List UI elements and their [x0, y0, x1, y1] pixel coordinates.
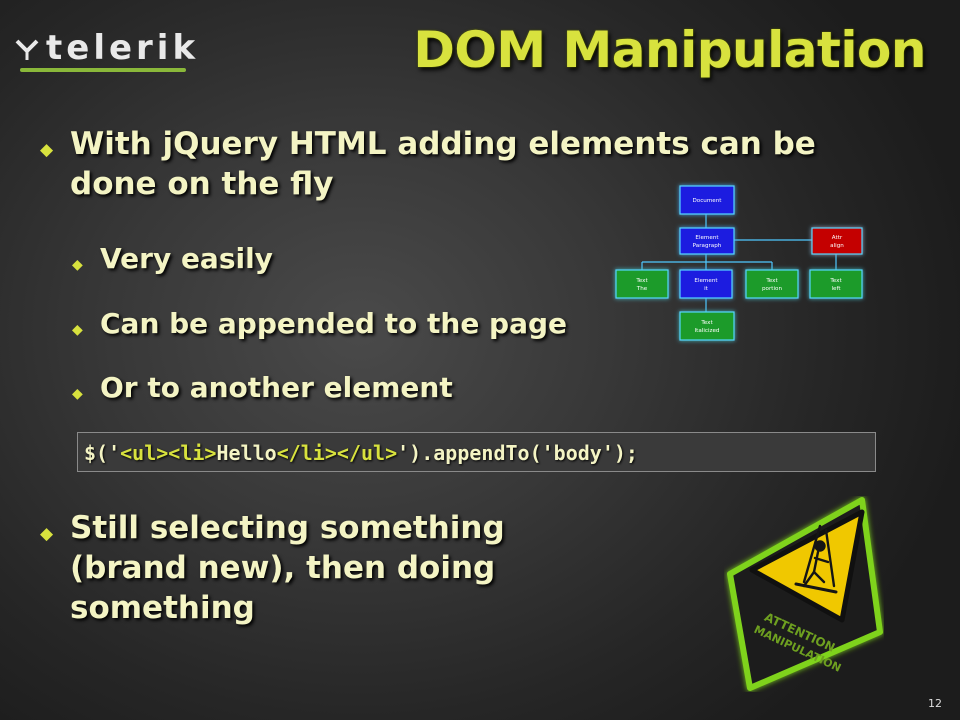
node-text-the — [615, 269, 669, 299]
dom-tree-connectors — [641, 214, 837, 312]
page-number: 12 — [928, 697, 942, 710]
node-element-it-label2: it — [704, 286, 709, 292]
diamond-bullet-icon: ◆ — [72, 386, 83, 402]
node-text-italicized-label1: Text — [700, 320, 713, 326]
code-tag-li-close: </li> — [276, 441, 337, 465]
node-element-paragraph-label2: Paragraph — [693, 243, 722, 249]
bullet-1-line-2: done on the fly — [70, 166, 334, 202]
bullet-1: ◆ With jQuery HTML adding elements can b… — [40, 124, 816, 204]
code-tag-ul-close: </ul> — [336, 441, 398, 465]
node-element-it-label1: Element — [694, 278, 718, 284]
sub-bullet-3: ◆ Or to another element — [72, 369, 453, 407]
node-text-portion-label2: portion — [762, 286, 782, 292]
diamond-bullet-icon: ◆ — [72, 322, 83, 338]
code-suffix: ').appendTo('body'); — [397, 441, 638, 465]
node-text-left-label2: left — [831, 286, 841, 292]
sub-bullet-1: ◆ Very easily — [72, 240, 273, 278]
code-prefix: $(' — [84, 441, 121, 465]
telerik-logo: telerik — [14, 26, 195, 74]
node-text-left — [809, 269, 863, 299]
code-tag-li-open: <li> — [168, 441, 217, 465]
logo-underline — [20, 68, 186, 72]
sub-bullet-2-text: Can be appended to the page — [100, 307, 568, 340]
node-text-portion — [745, 269, 799, 299]
node-document — [679, 185, 735, 215]
sub-bullet-2: ◆ Can be appended to the page — [72, 305, 567, 343]
node-text-the-label2: The — [636, 286, 648, 292]
diamond-bullet-icon: ◆ — [72, 257, 83, 273]
bullet-1-line-1: With jQuery HTML adding elements can be — [70, 126, 816, 162]
node-element-paragraph — [679, 227, 735, 255]
bullet-2-line-1: Still selecting something — [70, 510, 505, 546]
node-text-portion-label1: Text — [765, 278, 778, 284]
code-text: Hello — [216, 441, 277, 465]
node-attr-align-label1: Attr — [832, 235, 843, 241]
node-element-paragraph-label1: Element — [695, 235, 719, 241]
diamond-bullet-icon: ◆ — [40, 140, 54, 160]
node-document-label: Document — [693, 198, 723, 204]
attention-manipulation-sign: ATTENTION MANIPULATION — [727, 497, 883, 691]
node-text-the-label1: Text — [635, 278, 648, 284]
dom-tree-diagram: Document Element Paragraph Attr align Te… — [615, 185, 863, 341]
node-text-left-label1: Text — [829, 278, 842, 284]
node-text-italicized-label2: Italicized — [695, 328, 720, 334]
code-snippet: $('<ul><li>Hello</li></ul>').appendTo('b… — [77, 432, 876, 472]
puppet-figure-icon — [794, 524, 838, 594]
node-attr-align-label2: align — [830, 243, 844, 249]
node-attr-align — [811, 227, 863, 255]
logo-text: telerik — [46, 28, 200, 68]
bullet-2-line-2: (brand new), then doing — [70, 550, 496, 586]
bullet-2-line-3: something — [70, 590, 255, 626]
sub-bullet-3-text: Or to another element — [100, 371, 453, 404]
telerik-x-icon — [15, 39, 39, 60]
node-element-it — [679, 269, 733, 299]
diamond-bullet-icon: ◆ — [40, 524, 54, 544]
sub-bullet-1-text: Very easily — [100, 242, 273, 275]
node-text-italicized — [679, 311, 735, 341]
code-tag-ul-open: <ul> — [120, 441, 169, 465]
slide-title: DOM Manipulation — [413, 21, 926, 79]
bullet-2: ◆ Still selecting something (brand new),… — [40, 508, 505, 628]
